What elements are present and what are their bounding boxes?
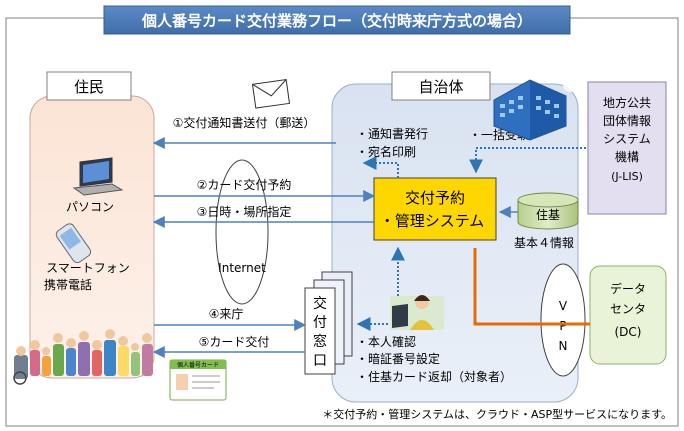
task1: ・本人確認 [356,334,416,349]
operator-icon [390,295,444,330]
internet-label: Internet [218,261,266,275]
pc-label: パソコン [66,200,114,214]
envelope-icon [251,79,291,109]
vpn-n: N [559,339,568,353]
vpn-ellipse [540,263,586,377]
notice-line1: ・通知書発行 [356,127,428,141]
page-title: 個人番号カード交付業務フロー（交付時来庁方式の場合） [141,12,532,30]
juki-label: 住基 [536,208,560,222]
flow3-label: ③日時・場所指定 [197,204,292,219]
residents-label-box [46,71,132,101]
internet-ellipse [215,159,269,305]
flow5-label: ⑤カード交付 [199,334,270,349]
notice-dotted-arrow [362,156,399,178]
jlis-line5: (J-LIS) [611,170,643,183]
vpn-connection-line [473,248,590,326]
juki-database-icon [517,192,579,230]
flow2-label: ②カード交付予約 [197,177,292,192]
building-icon [493,79,581,141]
counter-card-front [304,287,336,375]
dc-line3: (DC) [615,325,642,339]
task3: ・住基カード返却（対象者） [356,370,512,384]
phone-label2: 携帯電話 [44,277,92,292]
notice-line2: ・宛名印刷 [356,144,416,159]
counter-char4: 口 [313,353,327,369]
counter-char1: 交 [313,295,327,312]
phone-icon [55,223,92,264]
vpn-p: P [559,319,566,333]
footnote: ＊交付予約・管理システムは、クラウド・ASP型サービスになります。 [322,407,672,421]
jlis-line3: システム [603,132,651,146]
bulk-dotted-arrow [469,147,586,174]
counter-char3: 窓 [313,333,327,350]
dc-line1: データ [610,281,646,296]
dc-line2: センタ [610,302,646,316]
counter-char2: 付 [313,315,327,331]
flow1-label: ①交付通知書送付（郵送） [173,115,316,130]
flow4-label: ④来庁 [209,307,244,321]
mynumber-card-icon [169,359,227,401]
system-line2: ・管理システム [380,212,485,230]
juki-sub: 基本４情報 [514,236,574,250]
task2: ・暗証番号設定 [356,351,440,366]
residents-label: 住民 [74,78,104,96]
jlis-line1: 地方公共 [603,95,651,110]
title-bar [103,5,571,35]
municipality-label: 自治体 [418,78,463,96]
residents-crowd-icon [13,329,153,385]
jlis-line4: 機構 [615,149,639,164]
reservation-system-box [373,177,497,241]
card-label: 個人番号カード [177,361,219,369]
municipality-label-box [391,71,491,101]
residents-panel [29,95,155,379]
jlis-box [587,81,667,215]
dc-box [589,265,667,365]
laptop-icon [72,157,124,196]
vpn-v: V [559,299,568,313]
phone-label1: スマートフォン [46,261,130,275]
system-line1: 交付予約 [405,189,465,207]
jlis-line2: 団体情報 [603,114,651,128]
